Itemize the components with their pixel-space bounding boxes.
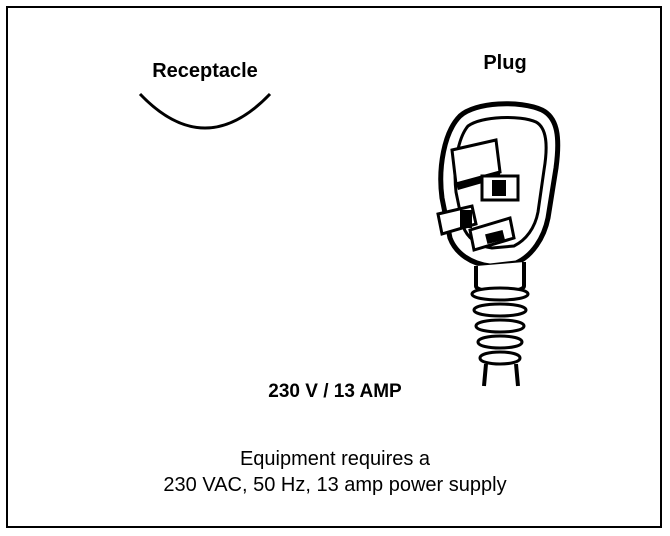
diagram-frame	[6, 6, 662, 528]
voltage-amperage-rating: 230 V / 13 AMP	[268, 381, 402, 402]
uk-13a-plug-icon	[436, 101, 561, 387]
plug-label: Plug	[483, 52, 527, 74]
receptacle-label: Receptacle	[152, 60, 258, 82]
receptacle-arc-icon	[138, 92, 272, 130]
description-line-2: 230 VAC, 50 Hz, 13 amp power supply	[163, 474, 507, 496]
power-requirement-description: Equipment requires a 230 VAC, 50 Hz, 13 …	[0, 446, 670, 498]
description-line-1: Equipment requires a	[239, 448, 431, 470]
